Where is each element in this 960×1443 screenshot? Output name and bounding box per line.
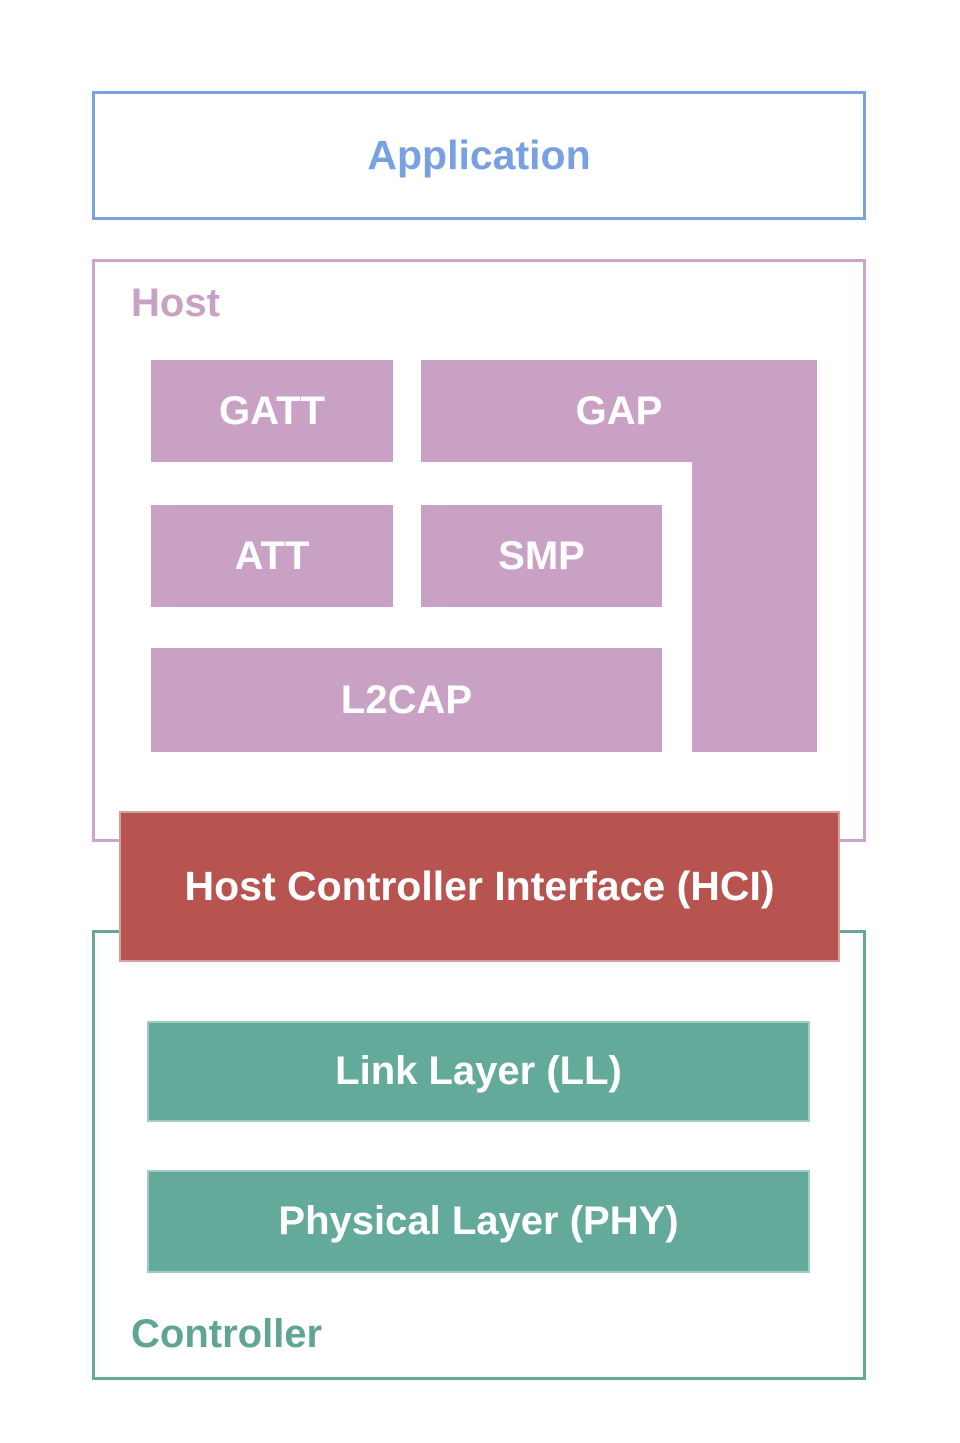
link-layer-block: Link Layer (LL) [147,1021,810,1122]
physical-layer-label: Physical Layer (PHY) [278,1199,679,1243]
link-layer-label: Link Layer (LL) [335,1049,622,1093]
att-label: ATT [234,533,310,578]
l2cap-block: L2CAP [151,648,662,752]
host-label: Host [131,281,220,325]
gap-label-area: GAP [421,360,817,462]
application-box: Application [92,91,866,220]
physical-layer-block: Physical Layer (PHY) [147,1170,810,1273]
smp-label: SMP [498,533,585,578]
gatt-label: GATT [219,388,325,433]
hci-label: Host Controller Interface (HCI) [184,863,775,909]
hci-block: Host Controller Interface (HCI) [119,811,840,962]
application-label: Application [367,132,591,178]
l2cap-label: L2CAP [340,677,473,722]
controller-label: Controller [131,1312,323,1356]
gatt-block: GATT [151,360,393,462]
smp-block: SMP [421,505,662,607]
gap-label: GAP [575,388,663,433]
att-block: ATT [151,505,393,607]
